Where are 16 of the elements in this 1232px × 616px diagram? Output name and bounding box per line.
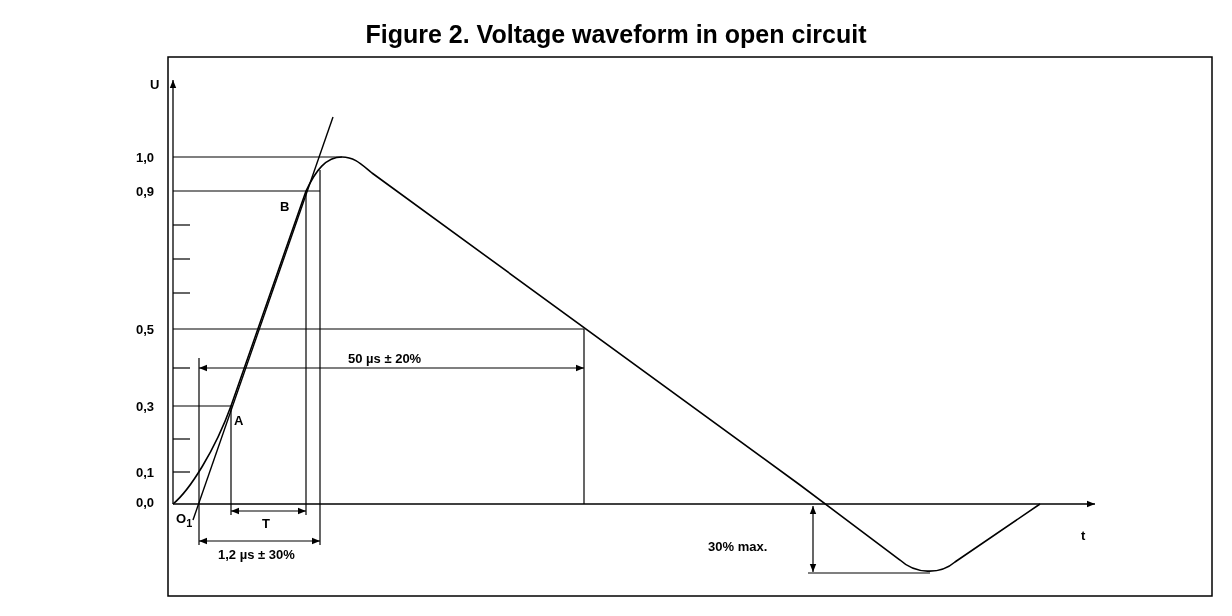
tick-label: 0,3 [136,400,155,413]
point-label: A [234,414,244,427]
axis-label: U [150,78,160,91]
figure-title: Figure 2. Voltage waveform in open circuit [364,20,868,49]
dimension-label: 1,2 µs ± 30% [218,548,295,561]
axis-label: t [1081,529,1086,542]
dimension-label: T [262,517,270,530]
point-label: O$_{1}$ [176,512,193,529]
point-label: B [280,200,290,213]
tick-label: 1,0 [136,151,155,164]
tick-label: 0,9 [136,185,155,198]
dimension-label: 50 µs ± 20% [348,352,422,365]
tick-label: 0,0 [136,496,155,509]
tick-label: 0,5 [136,323,155,336]
tick-label: 0,1 [136,466,155,479]
dimension-label: 30% max. [708,540,768,553]
